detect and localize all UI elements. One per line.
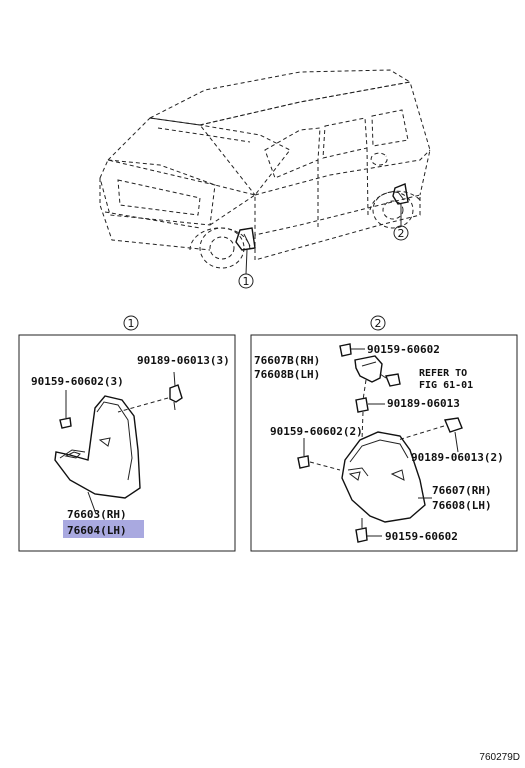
mud-flap-76603-76604	[54, 395, 141, 515]
label-76607b-rh: 76607B(RH)	[254, 354, 320, 367]
label-76607-rh: 76607(RH)	[432, 484, 492, 497]
label-76603-rh: 76603(RH)	[67, 508, 127, 521]
clip-90189-06013-right	[444, 417, 463, 453]
screw-90159-60602-top	[339, 343, 365, 357]
label-76604-lh: 76604(LH)	[67, 524, 127, 537]
label-90159-60602-2: 90159-60602(2)	[270, 425, 363, 438]
panel-2-frame	[250, 334, 518, 552]
label-90159-60602-3: 90159-60602(3)	[31, 375, 124, 388]
clip-90189-06013-mid	[355, 397, 385, 413]
bracket-76607b-76608b	[354, 355, 383, 401]
label-76608-lh: 76608(LH)	[432, 499, 492, 512]
panel-1-title-circle	[123, 315, 139, 331]
clip-90189-06013	[169, 371, 183, 411]
screw-90159-60602-bottom	[355, 518, 382, 543]
label-90189-06013-mid: 90189-06013	[387, 397, 460, 410]
highlight-76604	[63, 520, 144, 538]
panel-2-title-circle	[370, 315, 386, 331]
screw-90159-60602-p1	[59, 390, 72, 429]
panel-2-title: 2	[375, 317, 382, 330]
callout-2-vehicle	[393, 225, 409, 241]
label-90159-60602-top: 90159-60602	[367, 343, 440, 356]
label-fig-61-01: FIG 61-01	[419, 380, 473, 391]
mud-flap-76607-76608	[341, 431, 432, 523]
vehicle-illustration	[99, 69, 431, 275]
panel-1-title: 1	[128, 317, 135, 330]
label-76608b-lh: 76608B(LH)	[254, 368, 320, 381]
label-90189-06013-2: 90189-06013(2)	[411, 451, 504, 464]
screw-90159-60602-mid	[297, 438, 310, 469]
label-refer-to: REFER TO	[419, 368, 467, 379]
callout-1-vehicle-label: 1	[243, 275, 250, 288]
clip-refer-fig	[379, 373, 401, 387]
figure-code: 760279D	[479, 752, 520, 763]
panel-1-frame	[18, 334, 236, 552]
callout-2-vehicle-label: 2	[398, 227, 405, 240]
label-90159-60602-bottom: 90159-60602	[385, 530, 458, 543]
label-90189-06013-3: 90189-06013(3)	[137, 354, 230, 367]
callout-1-vehicle	[238, 273, 254, 289]
